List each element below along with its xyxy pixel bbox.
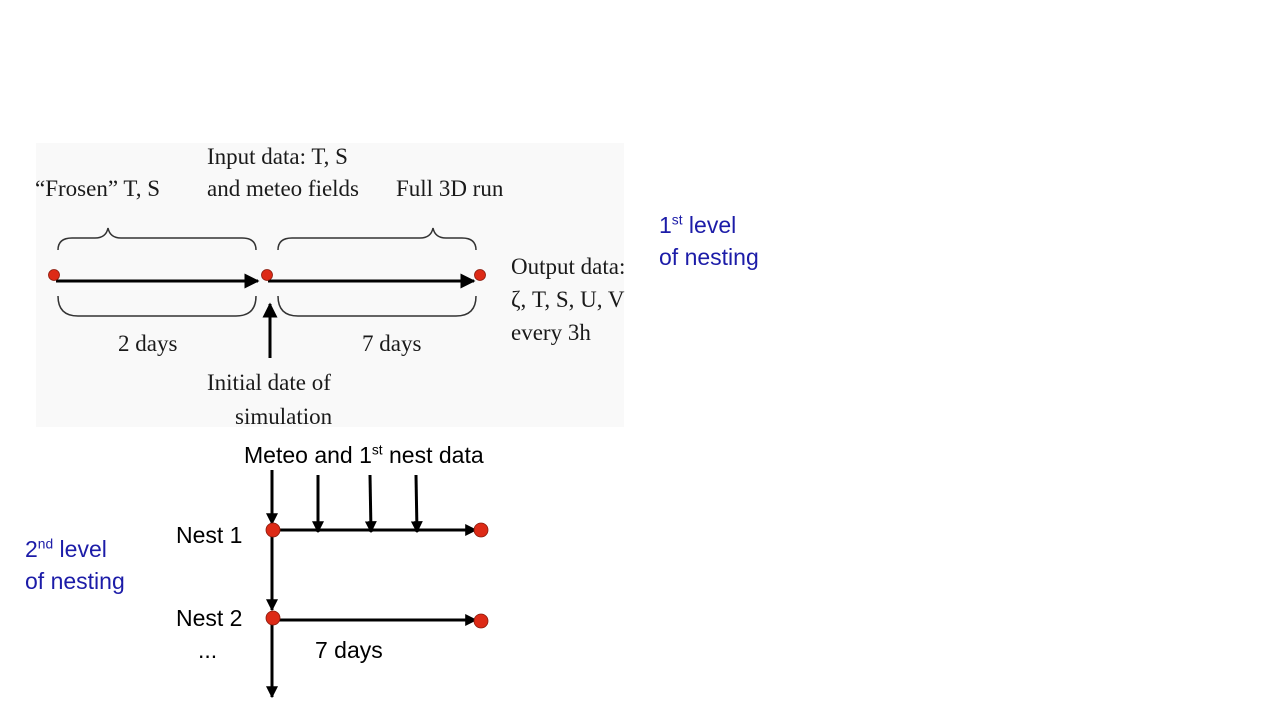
level2-title-line1: 2nd level [25, 536, 107, 562]
output-data-label-line1: Output data: [511, 254, 626, 279]
frozen-brace [57, 227, 257, 251]
input-arrow-c [410, 474, 423, 534]
nest-run-duration-label: 7 days [315, 637, 383, 663]
run-end-node [474, 269, 486, 281]
nest1-start-node [265, 522, 281, 538]
initial-date-node [261, 269, 273, 281]
level1-title-line2: of nesting [659, 244, 759, 270]
spinup-start-node [48, 269, 60, 281]
full-run-brace [277, 227, 477, 251]
run-underbrace [277, 295, 477, 317]
full-run-label: Full 3D run [396, 176, 504, 201]
nest1-label: Nest 1 [176, 522, 243, 548]
input-data-label-line2: and meteo fields [207, 176, 360, 201]
frozen-label: “Frosen” T, S [35, 176, 160, 201]
input-data-label-line1: Input data: T, S [207, 144, 348, 169]
level1-timeline-panel [36, 143, 624, 427]
more-nests-ellipsis: ... [198, 637, 218, 663]
output-data-label-line2: ζ, T, S, U, V [511, 287, 625, 312]
nest2-label: Nest 2 [176, 605, 243, 631]
initial-date-label-line1: Initial date of [207, 370, 331, 395]
initial-date-label-line2: simulation [235, 404, 333, 429]
level1-title-line1: 1st level [659, 212, 737, 238]
nest2-start-node [265, 610, 281, 626]
spinup-duration-label: 2 days [118, 331, 178, 356]
level2-title-line2: of nesting [25, 568, 125, 594]
level2-input-label: Meteo and 1st nest data [244, 442, 484, 468]
run-duration-label: 7 days [362, 331, 422, 356]
input-arrow-b [364, 474, 377, 534]
output-data-label-line3: every 3h [511, 320, 591, 345]
nest1-end-node [473, 522, 489, 538]
nest2-end-node [473, 613, 489, 629]
spinup-underbrace [57, 295, 257, 317]
